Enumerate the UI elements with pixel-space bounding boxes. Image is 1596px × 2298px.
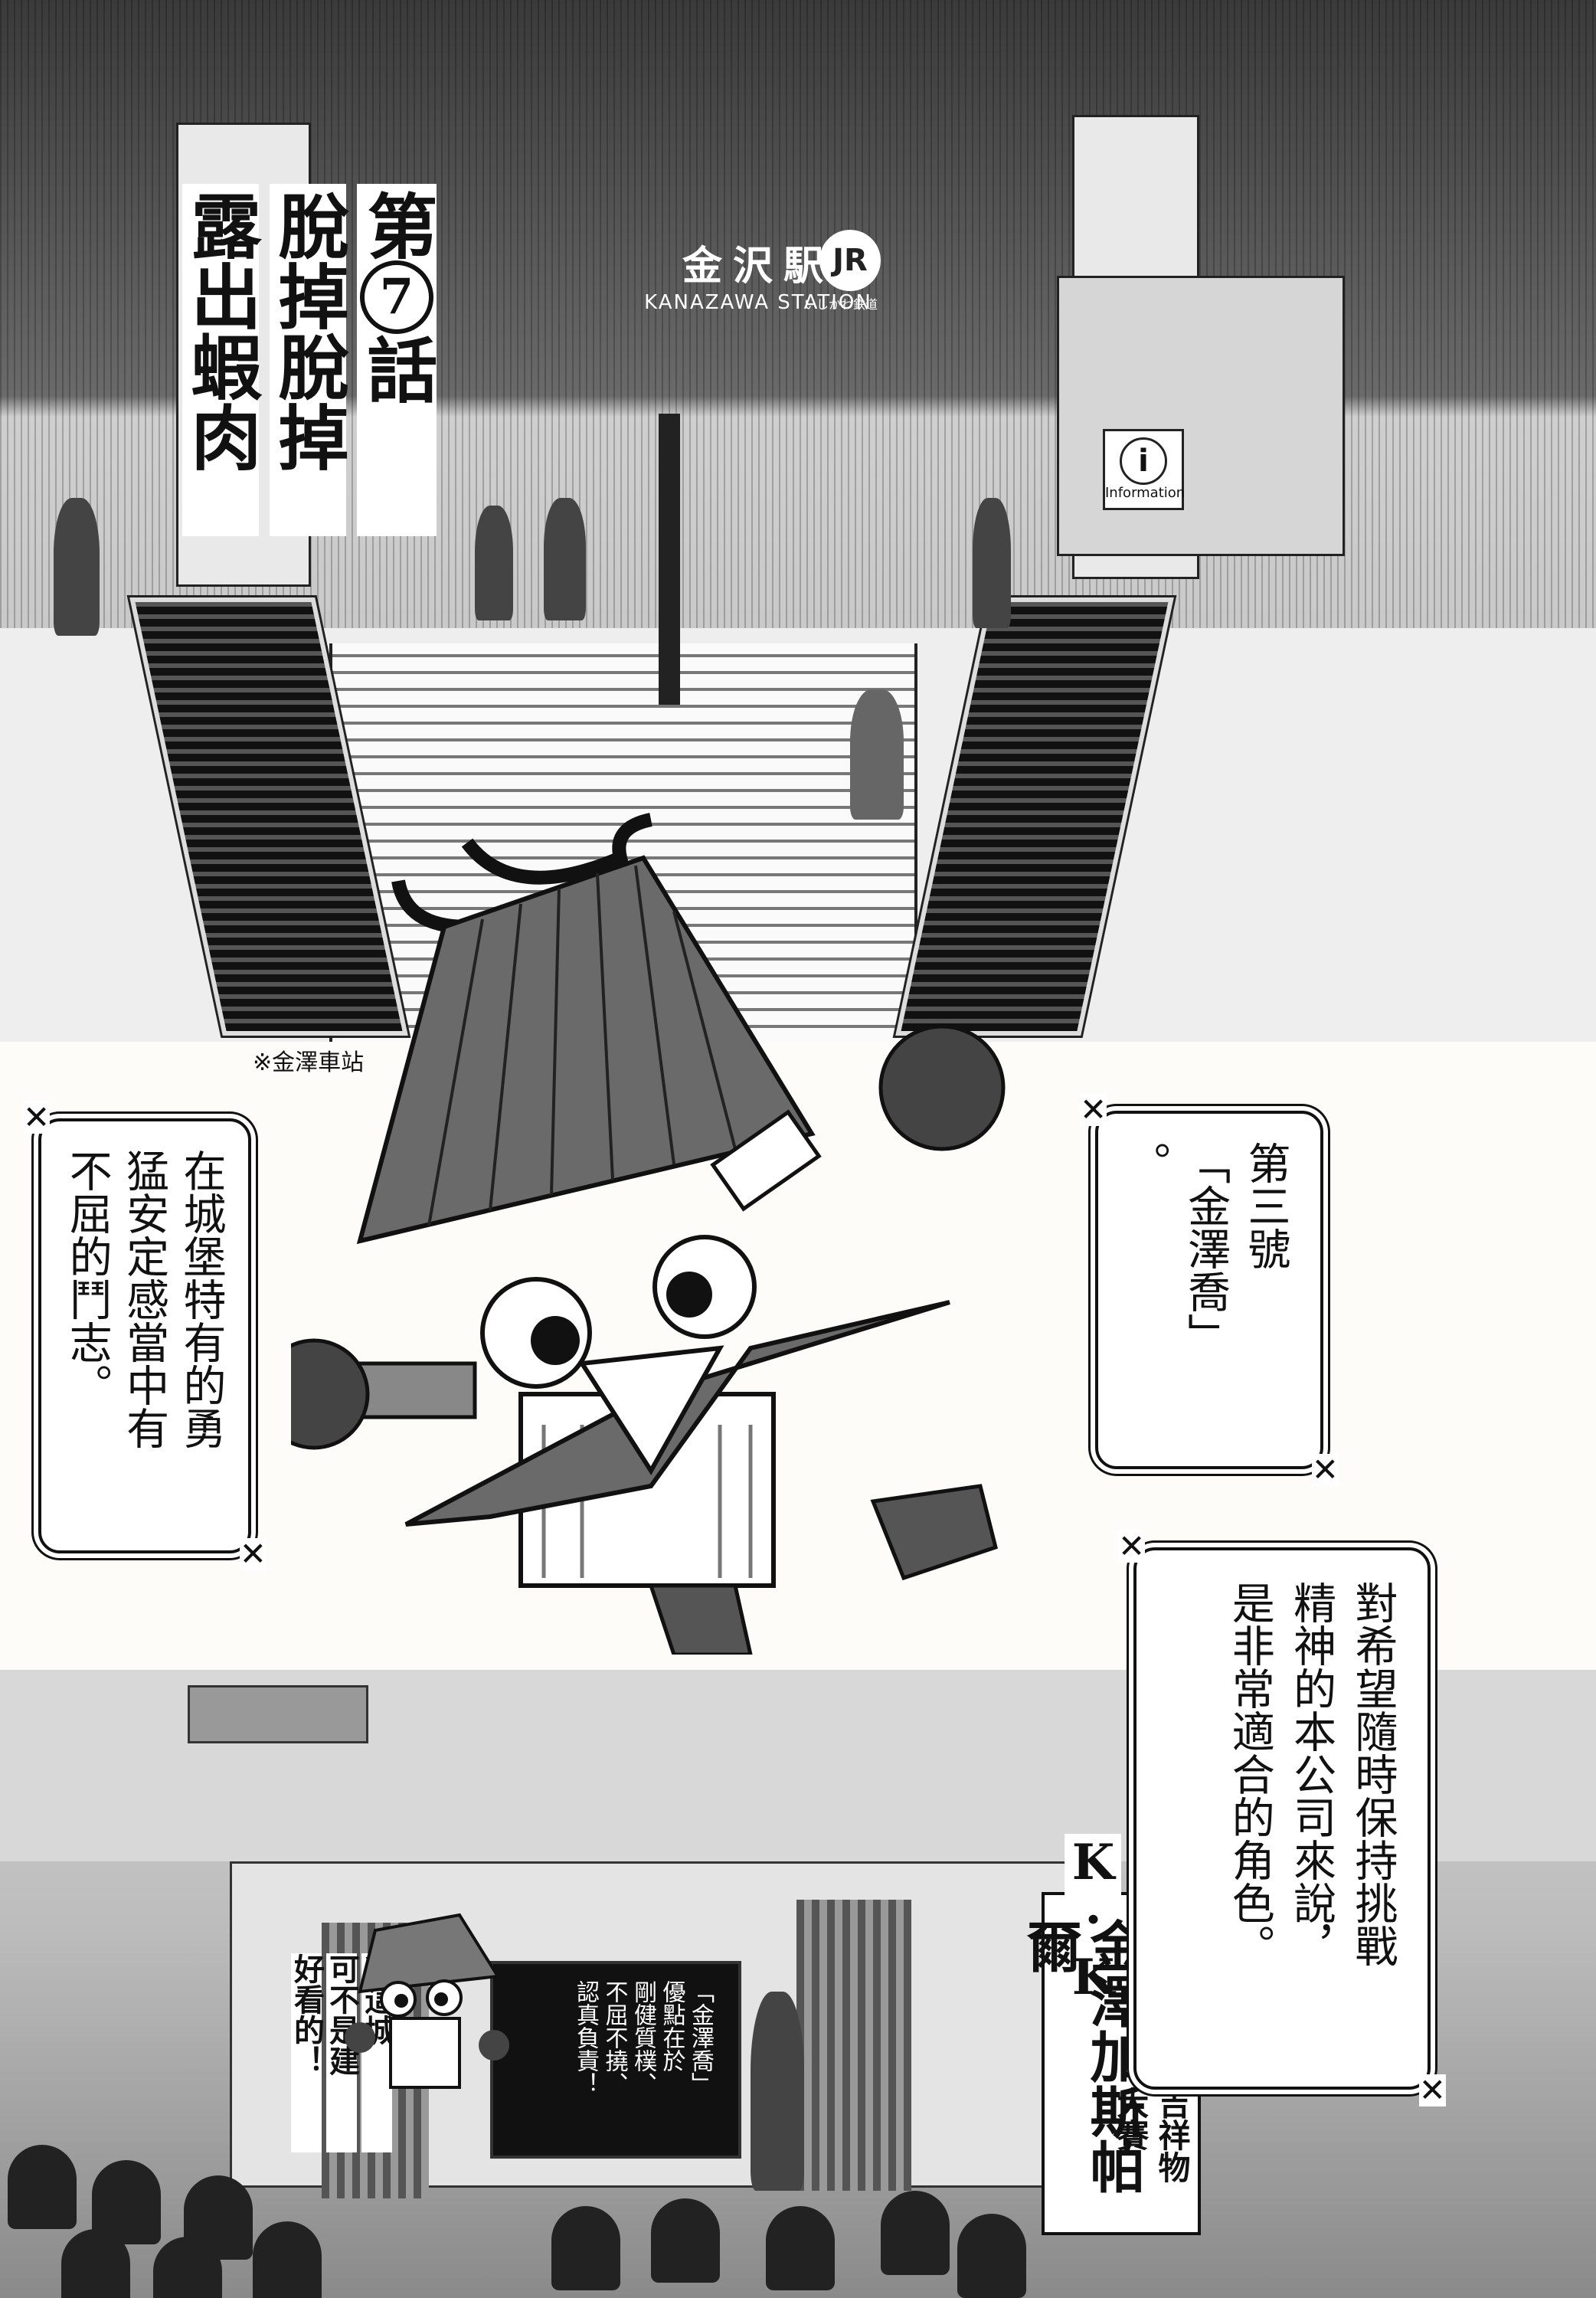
banner-sub-line: 吉祥物 — [1153, 2087, 1191, 2183]
pedestrian — [54, 498, 100, 636]
narration-box-bottom: 對希望隨時保持挑戰 精神的本公司來說， 是非常適合的角色。 — [1118, 1530, 1447, 2106]
screen-line: 優點在於 — [658, 1980, 685, 2072]
narration-bottom-line: 是非常適合的角色。 — [1225, 1581, 1275, 1967]
audience-member — [61, 2229, 130, 2298]
speech-line: 可不是建 — [324, 1953, 359, 2152]
panel-station: 金沢駅 KANAZAWA STATION JR いしかわ鉄道 i Informa… — [0, 0, 1596, 1042]
audience-member — [551, 2206, 620, 2290]
narration-bottom-line: 對希望隨時保持挑戰 — [1348, 1581, 1398, 1967]
narration-right-line: 第三號 — [1241, 1141, 1290, 1270]
narration-right: 第三號 「金澤喬」 。 — [1120, 1141, 1290, 1448]
narration-right-line: 。 — [1120, 1141, 1171, 1184]
direction-sign-pole — [659, 414, 680, 705]
pedestrian — [475, 506, 513, 620]
pedestrian — [544, 498, 586, 620]
chapter-title-line2: 露出蝦肉 — [179, 184, 262, 536]
mascot-small — [345, 1913, 509, 2089]
audience-member — [766, 2206, 835, 2290]
station-sign-jp: 金沢駅 — [682, 244, 834, 290]
jr-caption: いしかわ鉄道 — [804, 297, 878, 312]
location-note: ※金澤車站 — [253, 1049, 365, 1076]
pedestrian-on-stairs — [850, 689, 904, 820]
narration-right-line: 「金澤喬」 — [1180, 1141, 1231, 1356]
chapter-title: 第7話 脫掉脫掉 露出蝦肉 — [84, 184, 438, 536]
curtain-right — [796, 1900, 911, 2191]
screen-line: 認真負責！ — [572, 1980, 599, 2095]
banner-kk: K·K — [1065, 1834, 1122, 2006]
audience-member — [253, 2221, 322, 2298]
info-wall — [1057, 276, 1345, 556]
station-sign: 金沢駅 KANAZAWA STATION — [567, 234, 950, 318]
jr-logo-icon: JR — [819, 230, 881, 291]
banner-sub: 吉祥物 大賽 — [1111, 2087, 1191, 2183]
chapter-number-circle: 7 — [360, 260, 433, 334]
narration-left-line: 在城堡特有的勇 — [176, 1149, 226, 1449]
information-sign: i Information — [1103, 429, 1186, 510]
narration-left-line: 不屈的鬥志。 — [62, 1149, 113, 1406]
pedestrian — [973, 498, 1011, 628]
audience-member — [957, 2214, 1026, 2298]
screen-line: 「金澤喬」 — [687, 1980, 714, 2095]
audience-member — [153, 2237, 222, 2298]
screen-line: 剛健質樸、 — [630, 1980, 656, 2095]
banner-sub-line: 大賽 — [1111, 2087, 1150, 2151]
audience-member — [651, 2198, 720, 2283]
banner-main: 金澤加斯帕爾 — [1017, 1918, 1146, 2194]
screen-line: 不屈不撓、 — [600, 1980, 628, 2095]
chapter-title-line1: 脫掉脫掉 — [267, 184, 349, 536]
narration-box-right: 第三號 「金澤喬」 。 — [1080, 1094, 1339, 1486]
screen-text: 「金澤喬」 優點在於 剛健質樸、 不屈不撓、 認真負責！ — [536, 1980, 714, 2149]
chapter-number: 第7話 — [355, 184, 438, 536]
audience-member — [881, 2191, 950, 2275]
presenter — [751, 1992, 804, 2191]
audience-member — [8, 2145, 77, 2229]
speech-line: 好看的！ — [289, 1953, 324, 2152]
narration-left: 在城堡特有的勇 猛安定感當中有 不屈的鬥志。 — [62, 1149, 226, 1532]
ceiling-vent — [188, 1685, 368, 1743]
narration-bottom-line: 精神的本公司來說， — [1286, 1581, 1336, 1967]
station-sign-en: KANAZAWA STATION — [644, 291, 872, 314]
narration-left-line: 猛安定感當中有 — [119, 1149, 169, 1449]
mascot-kanazawa-joe — [291, 813, 1006, 1655]
info-sign-label: Information — [1105, 485, 1186, 501]
narration-box-left: 在城堡特有的勇 猛安定感當中有 不屈的鬥志。 — [23, 1102, 267, 1570]
narration-bottom: 對希望隨時保持挑戰 精神的本公司來說， 是非常適合的角色。 — [1225, 1581, 1398, 2056]
info-icon: i — [1120, 437, 1167, 485]
